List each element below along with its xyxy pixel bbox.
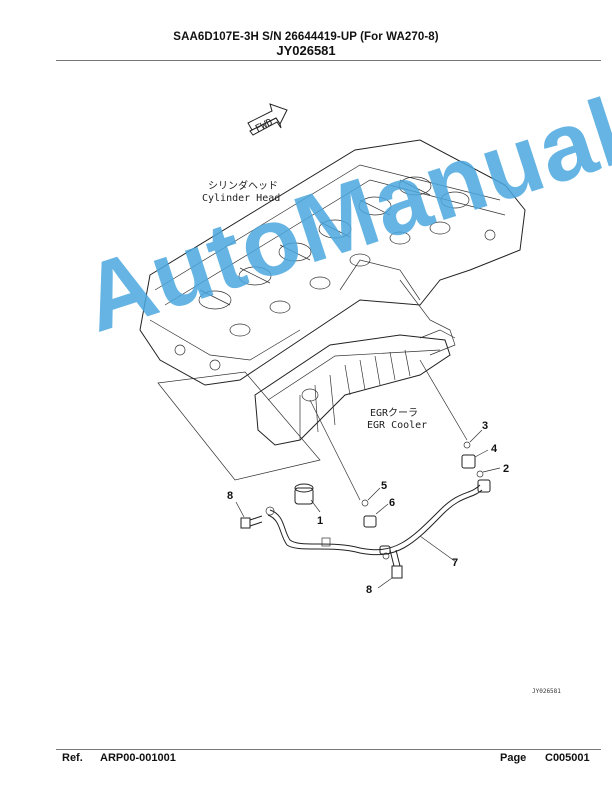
part-3-ring <box>463 441 471 449</box>
header-drawing-id: JY026581 <box>276 43 336 58</box>
footer-page-label: Page <box>500 752 527 764</box>
egr-cooler-en-label: EGR Cooler <box>367 420 427 431</box>
part-7-tube <box>265 479 491 563</box>
part-5-ring <box>361 499 369 507</box>
cylinder-head-en-label: Cylinder Head <box>202 193 280 204</box>
egr-cooler-jp-label: EGRクーラ <box>370 407 418 419</box>
callout-2: 2 <box>503 463 509 475</box>
fwd-arrow-icon: FWD <box>247 103 288 136</box>
header-divider <box>56 60 601 61</box>
footer-page-value: C005001 <box>545 752 590 764</box>
footer-ref-value: ARP00-001001 <box>100 752 176 764</box>
part-8-lower-bolt <box>377 545 403 589</box>
callout-8-lower: 8 <box>366 584 372 596</box>
callout-8-upper: 8 <box>227 490 233 502</box>
part-4-adapter <box>461 454 476 469</box>
callout-6: 6 <box>389 497 395 509</box>
callout-7: 7 <box>452 557 458 569</box>
header-model-line: SAA6D107E-3H S/N 26644419-UP (For WA270-… <box>173 31 439 43</box>
callout-1: 1 <box>317 515 323 527</box>
part-1-connector <box>294 483 321 513</box>
egr-cooler-drawing <box>254 329 456 446</box>
drawing-code: JY026581 <box>532 688 561 695</box>
part-2-ring <box>476 470 484 478</box>
footer-ref-label: Ref. <box>62 752 83 764</box>
cylinder-head-drawing <box>139 139 526 386</box>
part-8-upper-bolt <box>235 501 263 529</box>
cylinder-head-jp-label: シリンダヘッド <box>208 179 278 192</box>
callout-4: 4 <box>491 443 498 455</box>
callout-5: 5 <box>381 480 387 492</box>
footer-divider <box>56 749 601 750</box>
part-6-fitting <box>363 503 389 528</box>
callout-3: 3 <box>482 420 488 432</box>
